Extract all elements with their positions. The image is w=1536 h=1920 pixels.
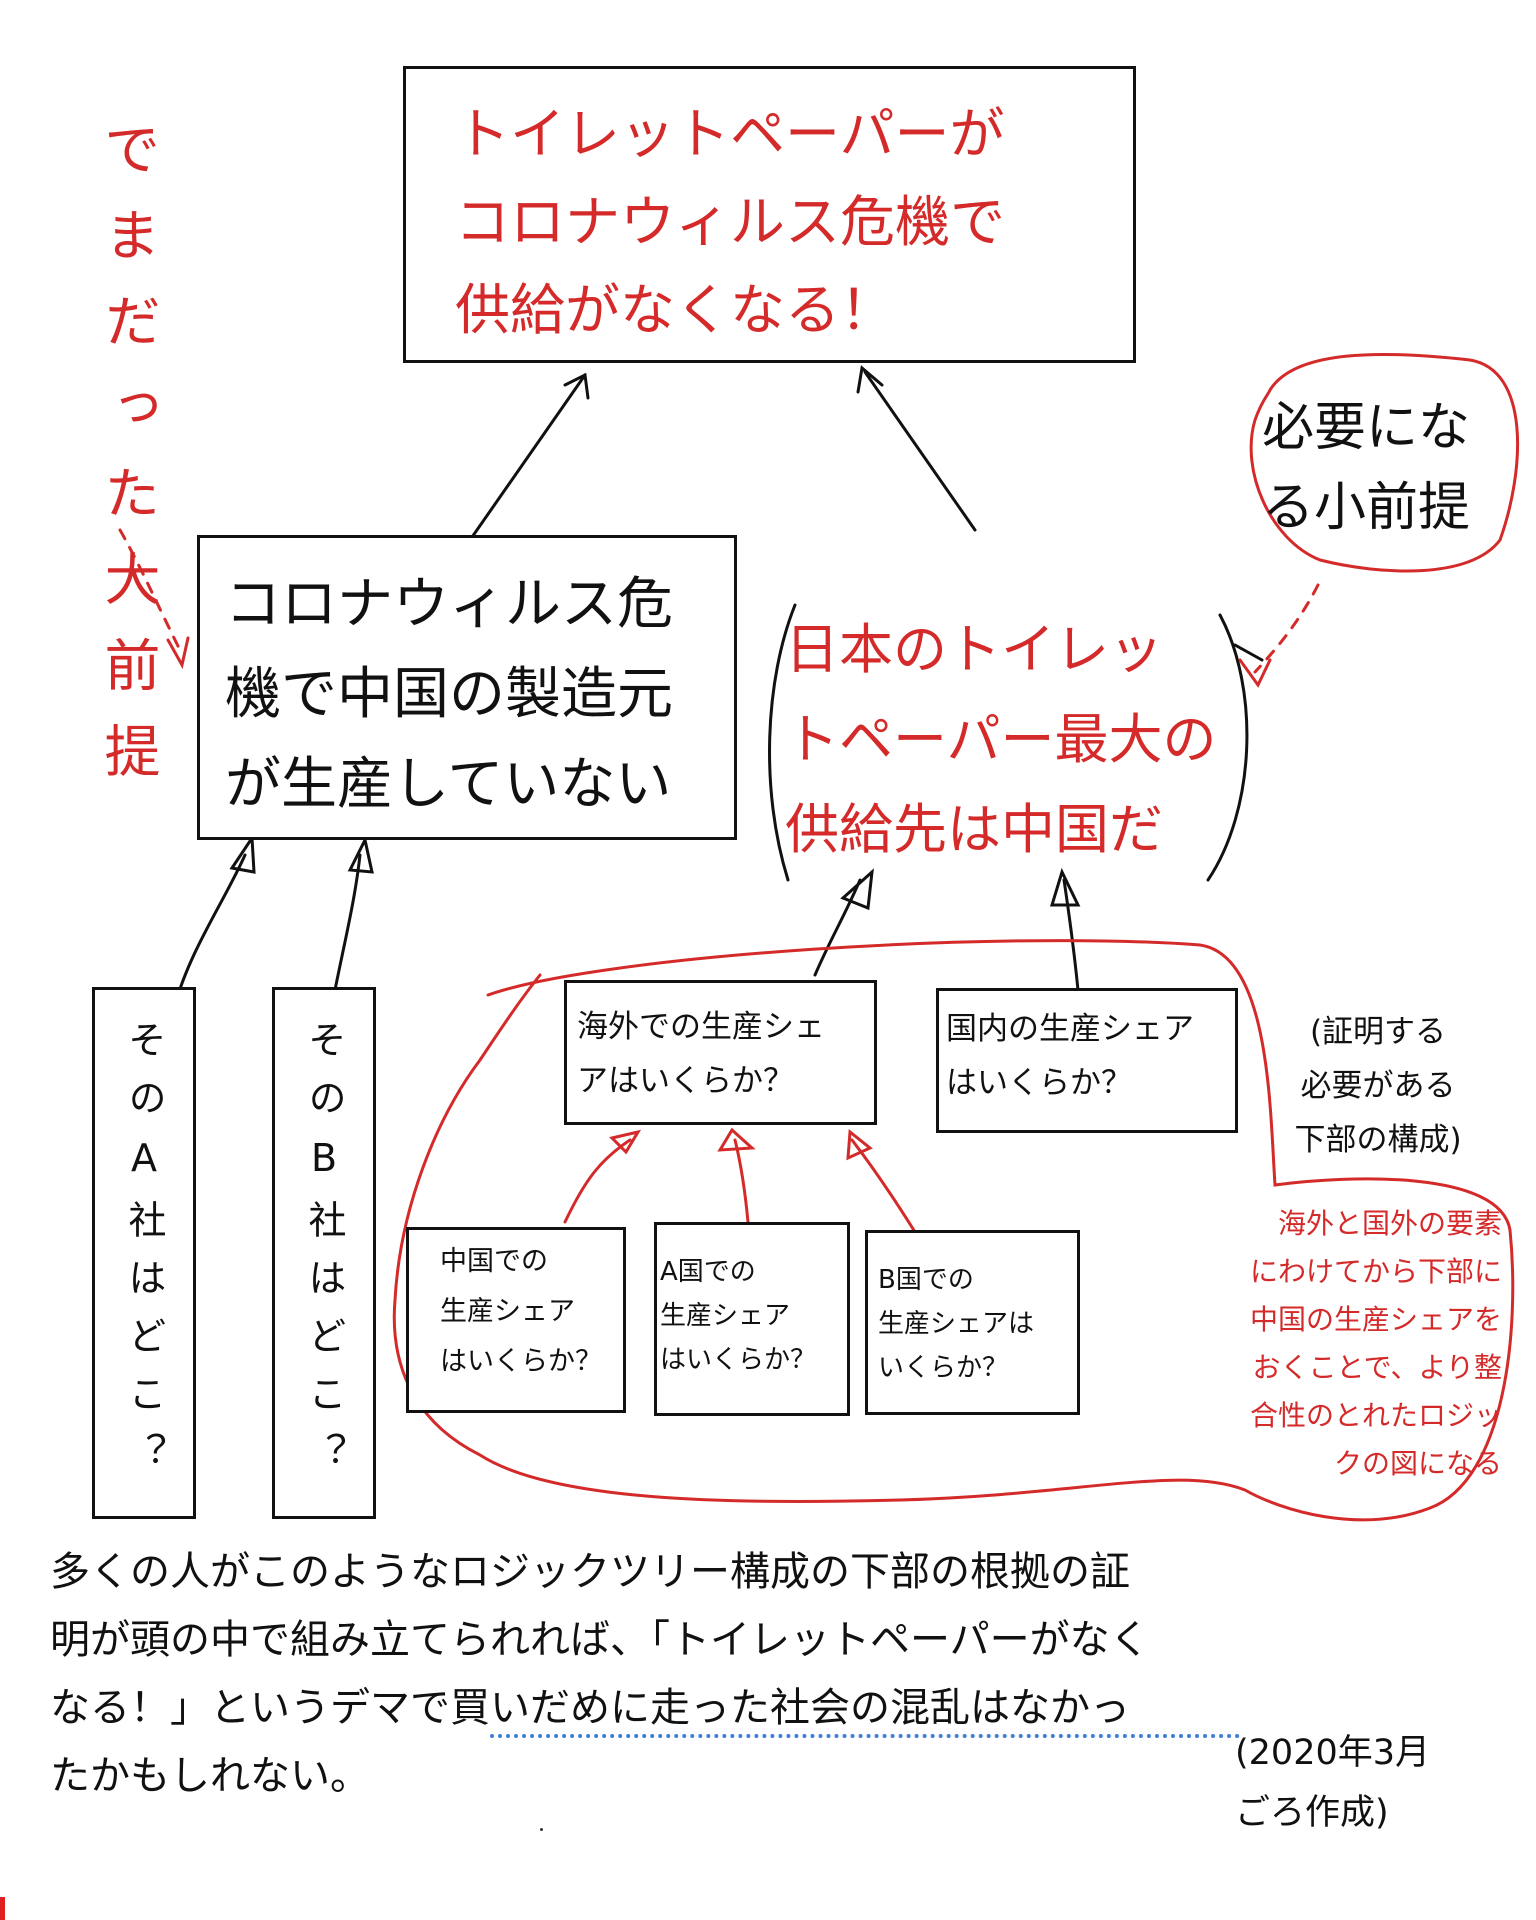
red-annotation: 海外と国外の要素 にわけてから下部に 中国の生産シェアを おくことで、より整 合… <box>1249 1207 1502 1480</box>
arrow-domestic-to-minor <box>1062 878 1080 992</box>
domestic-share-box <box>936 988 1238 1133</box>
arrowhead-overseas-to-minor <box>840 868 874 911</box>
country-b-share-box <box>865 1230 1080 1415</box>
goal-statement: トイレットペーパーが コロナウィルス危機で 供給がなくなる！ <box>455 102 1006 342</box>
right-bracket <box>1206 613 1249 882</box>
left-pointer <box>118 528 182 652</box>
bottom-paragraph: 多くの人がこのようなロジックツリー構成の下部の根拠の証 明が頭の中で組み立てられ… <box>50 1549 1150 1799</box>
overseas-share-question: 海外での生産シェ アはいくらか？ <box>577 1009 825 1099</box>
arrowhead-a-to-major <box>229 833 256 874</box>
arrowhead-a-to-overseas <box>717 1127 756 1152</box>
arrow-b-to-major <box>333 853 362 992</box>
company-a-question: そのA社はどこ？ <box>92 1020 196 1507</box>
arrowhead-china-to-overseas <box>609 1129 642 1155</box>
proof-note: (証明する 必要がある 下部の構成) <box>1294 1014 1462 1158</box>
left-pointer-head <box>166 636 190 670</box>
red-loop <box>392 939 1515 1522</box>
company-b-question: そのB社はどこ？ <box>272 1020 376 1507</box>
arrowhead-domestic-to-minor <box>1049 867 1081 907</box>
goal-box <box>403 66 1136 363</box>
date-note: (2020年3月 ごろ作成) <box>1235 1733 1430 1833</box>
country-b-share-question: B国での 生産シェアは いくらか？ <box>878 1265 1035 1383</box>
country-a-share-box <box>654 1222 850 1416</box>
country-a-share-question: A国での 生産シェア はいくらか？ <box>660 1257 817 1375</box>
company-a-box <box>92 987 196 1519</box>
left-bracket <box>768 603 797 882</box>
major-premise-text: コロナウィルス危 機で中国の製造元 が生産していない <box>225 572 673 817</box>
dotted-underline <box>490 1734 1240 1738</box>
arrow-a-to-major <box>173 853 247 1007</box>
red-edge-mark <box>0 1897 5 1920</box>
arrow-b-to-overseas <box>850 1138 917 1234</box>
stray-dot <box>540 1828 543 1831</box>
bubble-pointer <box>1253 583 1320 674</box>
china-share-question: 中国での 生産シェア はいくらか？ <box>440 1246 602 1377</box>
arrowhead-major-to-goal <box>563 372 590 400</box>
arrow-overseas-to-minor <box>813 878 862 977</box>
arrow-major-to-goal <box>468 373 587 542</box>
arrowhead-minor-to-goal <box>856 365 884 394</box>
china-share-box <box>406 1227 626 1413</box>
arrowhead-b-to-overseas <box>846 1129 873 1161</box>
arrowhead-b-to-major <box>347 835 374 874</box>
tick-right <box>1233 643 1264 662</box>
arrow-china-to-overseas <box>563 1138 632 1224</box>
bubble-pointer-head <box>1238 658 1272 688</box>
overseas-share-box <box>564 980 877 1125</box>
minor-premise-text: 日本のトイレッ トペーパー最大の 供給先は中国だ <box>785 618 1217 861</box>
company-a-text: そのA社はどこ？ <box>122 1020 166 1490</box>
company-b-box <box>272 987 376 1519</box>
company-b-text: そのB社はどこ？ <box>302 1020 346 1490</box>
major-premise-box <box>197 535 737 840</box>
red-bubble <box>1249 352 1520 573</box>
left-vertical-text: でまだった大前提 <box>95 120 160 808</box>
arrow-a-to-overseas <box>733 1138 750 1224</box>
arrow-minor-to-goal <box>863 370 977 532</box>
bubble-note: 必要にな る小前提 <box>1262 398 1471 538</box>
domestic-share-question: 国内の生産シェア はいくらか？ <box>946 1011 1194 1101</box>
left-vertical-note: でまだった大前提 <box>82 120 162 835</box>
